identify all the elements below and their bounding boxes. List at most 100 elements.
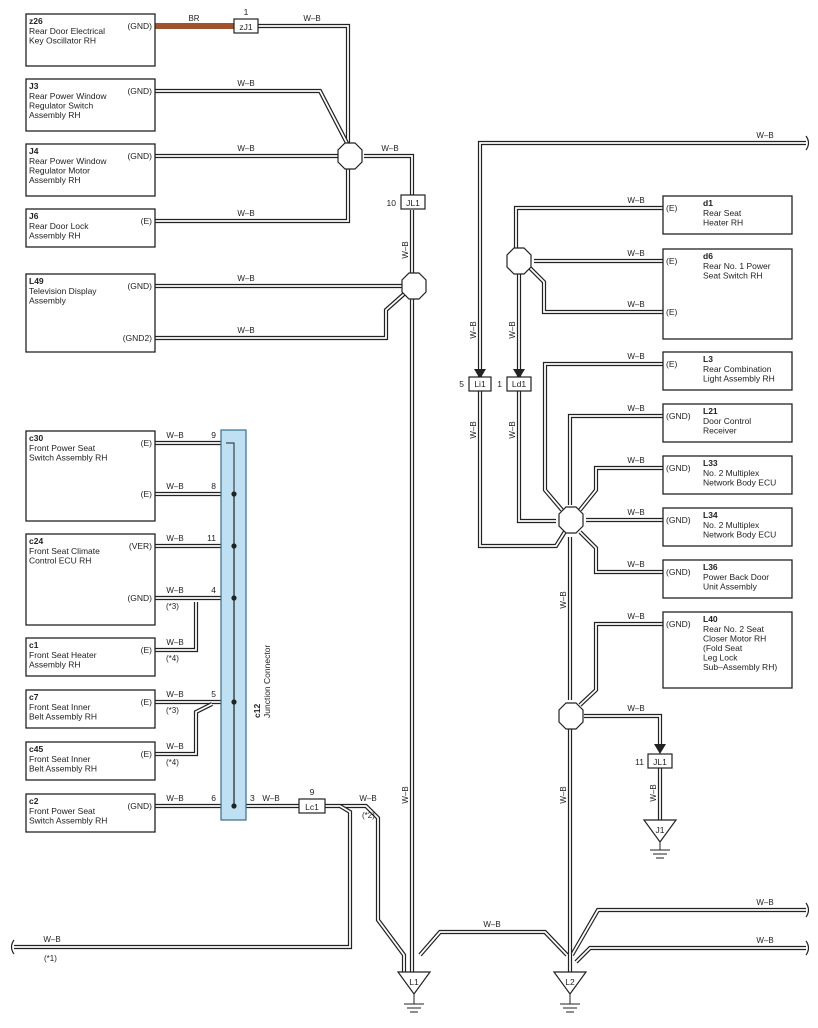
wire-label-l34: W–B [627,508,644,517]
component-name-line: Television Display [29,286,97,296]
wire-label-l3: W–B [627,352,644,361]
wire-l3-inner [544,363,663,511]
wire-zj1-split-inner [258,25,349,155]
wire-l21-inner [569,415,663,505]
wire-label-c45: W–B [166,742,183,751]
component-name-line: Assembly [29,296,67,306]
component-name-line: No. 2 Multiplex [703,468,760,478]
component-code: c45 [29,744,43,754]
component-name-line: Regulator Switch [29,101,94,111]
arrow-down-jl1b [654,744,666,754]
component-name-line: Rear Door Lock [29,221,89,231]
wire-label-v-jl1: W–B [401,241,410,258]
wire-label-right-b1: W–B [756,898,773,907]
wire-label-br: BR [188,14,199,23]
component-name-line: Unit Assembly [703,582,758,592]
junction-pin9-trace [226,442,235,494]
junction-code: c12 [252,704,262,718]
component-box [25,637,156,677]
wire-label-l1-l2: W–B [483,920,500,929]
component-code: L34 [703,510,718,520]
component-box [662,195,793,235]
component-code: L3 [703,354,713,364]
component-box [25,741,156,781]
component-name-line: Rear Combination [703,364,772,374]
wire-label-star1: W–B [43,935,60,944]
component-code: c30 [29,433,43,443]
component-code: L33 [703,458,718,468]
connector-li1-label: Li1 [474,379,486,389]
wire-label-v-li1a: W–B [469,321,478,338]
component-pin-label: (GND) [127,151,152,161]
wire-right-bottom2-inner [575,947,806,963]
component-pin-label: (GND) [127,801,152,811]
connector-jl1 [400,194,426,210]
wire-l33 [578,465,663,512]
wire-label-split5: W–B [627,704,644,713]
connector-zj1-label: zJ1 [239,22,253,32]
component-box [25,13,156,67]
component-box [25,430,156,522]
splice-2 [401,272,427,300]
arrow-down-li1 [474,369,486,379]
wire-d1-inner [515,207,663,250]
wire-label-c7: W–B [166,690,183,699]
component-pin-label: (GND) [666,619,691,629]
connector-jl1b-pin: 11 [635,757,644,767]
connector-lc1 [298,798,326,814]
component-name-line: Front Seat Inner [29,754,91,764]
wire-star1-inner [14,805,351,948]
component-name-line: Key Oscillator RH [29,36,96,46]
wire-l36 [578,530,663,575]
wire-l36-inner [579,531,663,573]
component-pin-label: (E) [666,256,678,266]
component-name-line: Door Control [703,416,751,426]
wire-label-j4: W–B [237,144,254,153]
connector-li1-pin: 5 [459,379,464,389]
ground-l2-label: L2 [565,977,575,987]
connector-ld1-label: Ld1 [512,379,526,389]
component-name-line: Assembly RH [29,660,80,670]
inline-connectors: 1 zJ1 10 JL1 5 Li1 1 Ld1 9 Lc1 11 JL1 [233,7,673,814]
component-name-line: Belt Assembly RH [29,712,97,722]
wire-label-c30a: W–B [166,431,183,440]
component-code: L40 [703,614,718,624]
connector-zj1 [233,18,259,34]
component-pin-label: (VER) [129,541,152,551]
component-box [25,273,156,353]
wire-label-v-l1: W–B [401,786,410,803]
component-box [25,143,156,197]
component-pin-label: (E) [666,203,678,213]
component-name-line: Rear Power Window [29,156,107,166]
junction-name: Junction Connector [262,645,272,718]
connector-jl1b-label: JL1 [653,757,667,767]
wire-c45-inner [155,703,213,755]
component-name-line: Leg Lock [703,653,738,663]
component-code: d6 [703,251,713,261]
connector-li1 [468,376,492,392]
component-name-line: Rear Seat [703,208,742,218]
component-pin-label: (GND) [666,567,691,577]
wire-top-right-inner [479,142,806,377]
connector-lc1-pin: 9 [310,787,315,797]
component-pin-label: (GND2) [123,333,152,343]
component-pin-label: (E) [141,645,153,655]
wire-label-d1: W–B [627,196,644,205]
component-box [662,351,793,391]
note-star4a: (*4) [166,654,179,663]
component-code: L49 [29,276,44,286]
component-code: J4 [29,146,39,156]
junction-pin-8: 8 [211,481,216,491]
wire-split-to-jl1 [364,153,415,195]
wire-label-j6: W–B [237,209,254,218]
component-code: c2 [29,796,39,806]
component-pin-label: (E) [141,216,153,226]
